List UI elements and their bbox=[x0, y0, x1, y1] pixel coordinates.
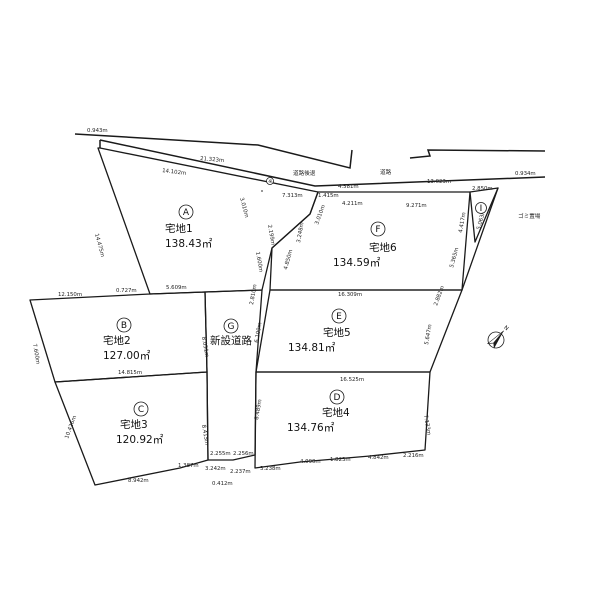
lot-id-d: D bbox=[334, 393, 341, 403]
dimension-label: 9.271m bbox=[406, 203, 427, 209]
dimension-label: 5.063m bbox=[476, 209, 487, 231]
lot-area-b: 127.00㎡ bbox=[103, 350, 151, 362]
lot-marker-e bbox=[331, 308, 347, 324]
dimension-label: 14.102m bbox=[162, 168, 187, 177]
lot-marker-f bbox=[370, 221, 386, 237]
road-edges bbox=[74, 133, 546, 187]
dimension-label: 3.242m bbox=[205, 466, 226, 472]
lot-marker-a bbox=[178, 204, 194, 220]
dimension-label: 8.415m bbox=[200, 424, 210, 445]
lot-name-d: 宅地4 bbox=[322, 406, 350, 419]
dimension-label: 13.023m bbox=[427, 179, 451, 185]
lot-labels: A 宅地1 138.43㎡ B 宅地2 127.00㎡ C 宅地3 120.92㎡ D 宅地4 134… bbox=[103, 202, 487, 446]
lot-marker-d bbox=[329, 389, 345, 405]
lot-name-e: 宅地5 bbox=[323, 326, 351, 339]
dimension-label: 1.415m bbox=[318, 193, 339, 199]
lot-name-g: 新設道路 bbox=[210, 334, 252, 347]
north-arrow-icon: N bbox=[486, 325, 509, 349]
dimension-label: 2.810m bbox=[249, 284, 259, 305]
lot-name-f: 宅地6 bbox=[369, 241, 397, 254]
dimension-label: 3.238m bbox=[260, 466, 281, 472]
dimension-label: 7.600m bbox=[31, 343, 41, 364]
lot-id-e: E bbox=[336, 312, 342, 322]
dimension-label: 0.934m bbox=[515, 171, 536, 177]
garbage-label: ゴミ置場 bbox=[518, 212, 541, 220]
dimension-labels: 0.943m 21.323m 14.102m 14.475m 0.727m 12.150m… bbox=[31, 128, 536, 487]
dimension-label: 6.109m bbox=[254, 322, 264, 343]
dimension-label: 4.090m bbox=[300, 459, 321, 465]
lot-area-e: 134.81㎡ bbox=[288, 342, 336, 354]
dimension-label: 1.600m bbox=[254, 251, 264, 272]
dimension-label: 0.412m bbox=[212, 481, 233, 487]
lot-marker-c bbox=[133, 401, 149, 417]
lot-id-i: I bbox=[480, 204, 483, 214]
dimension-label: 2.216m bbox=[403, 453, 424, 459]
lot-id-b: B bbox=[121, 321, 127, 331]
lot-name-a: 宅地1 bbox=[165, 222, 193, 235]
dimension-label: 16.525m bbox=[340, 377, 364, 383]
setback-marker bbox=[266, 177, 274, 185]
lot-boundaries bbox=[29, 147, 499, 486]
dimension-label: 2.199m bbox=[266, 224, 276, 245]
dimension-label: 14.815m bbox=[118, 370, 142, 376]
dimension-label: 2.882m bbox=[433, 285, 446, 306]
dimension-label: 4.842m bbox=[368, 455, 389, 461]
road-setback-label: 道路後退 bbox=[293, 169, 316, 177]
lot-name-c: 宅地3 bbox=[120, 418, 148, 431]
lot-id-c: C bbox=[138, 405, 144, 415]
dimension-label: 14.475m bbox=[93, 233, 105, 258]
lot-id-a: A bbox=[183, 208, 190, 218]
dimension-label: 1.387m bbox=[178, 463, 199, 469]
dimension-label: 2.850m bbox=[472, 186, 493, 192]
dimension-label: 8.051m bbox=[200, 336, 210, 357]
dimension-label: 2.255m bbox=[210, 451, 231, 457]
dimension-label: 4.850m bbox=[283, 249, 294, 271]
lot-marker-b bbox=[116, 317, 132, 333]
lot-id-f: F bbox=[375, 225, 380, 235]
dimension-label: 2.237m bbox=[230, 469, 251, 475]
road-label: 道路 bbox=[380, 168, 392, 176]
lot-area-d: 134.76㎡ bbox=[287, 422, 335, 434]
dimension-label: 4.581m bbox=[338, 184, 359, 190]
dimension-label: 8.942m bbox=[128, 478, 149, 484]
dimension-label: 1.823m bbox=[330, 457, 351, 463]
dimension-label: 5.647m bbox=[424, 324, 434, 345]
lot-name-b: 宅地2 bbox=[103, 334, 131, 347]
dimension-label: 7.313m bbox=[282, 193, 303, 199]
dimension-label: 3.248m bbox=[296, 222, 306, 243]
dimension-label: 16.309m bbox=[338, 292, 362, 298]
dimension-label: 4.211m bbox=[342, 201, 363, 207]
dimension-label: 3.010m bbox=[238, 197, 249, 219]
dimension-label: 5.609m bbox=[166, 285, 187, 291]
dimension-label: 0.727m bbox=[116, 288, 137, 294]
lot-area-f: 134.59㎡ bbox=[333, 257, 381, 269]
dimension-label: 4.417m bbox=[458, 212, 468, 233]
north-label: N bbox=[502, 325, 509, 332]
setback-mark-text: ※ bbox=[268, 179, 273, 185]
dimension-label: 3.010m bbox=[314, 204, 327, 225]
lot-marker-i bbox=[475, 202, 487, 214]
dimension-label: 7.133m bbox=[422, 414, 432, 435]
lot-id-g: G bbox=[228, 322, 235, 332]
dimension-label: 0.943m bbox=[87, 128, 108, 134]
lot-area-c: 120.92㎡ bbox=[116, 434, 164, 446]
dimension-label: 2.256m bbox=[233, 451, 254, 457]
dimension-label: 8.489m bbox=[254, 399, 264, 420]
lot-area-a: 138.43㎡ bbox=[165, 238, 213, 250]
lot-marker-g bbox=[223, 318, 239, 334]
dimension-label: 21.323m bbox=[200, 156, 225, 164]
dimension-label: 5.365m bbox=[449, 247, 460, 269]
dimension-label: 12.150m bbox=[58, 292, 82, 298]
